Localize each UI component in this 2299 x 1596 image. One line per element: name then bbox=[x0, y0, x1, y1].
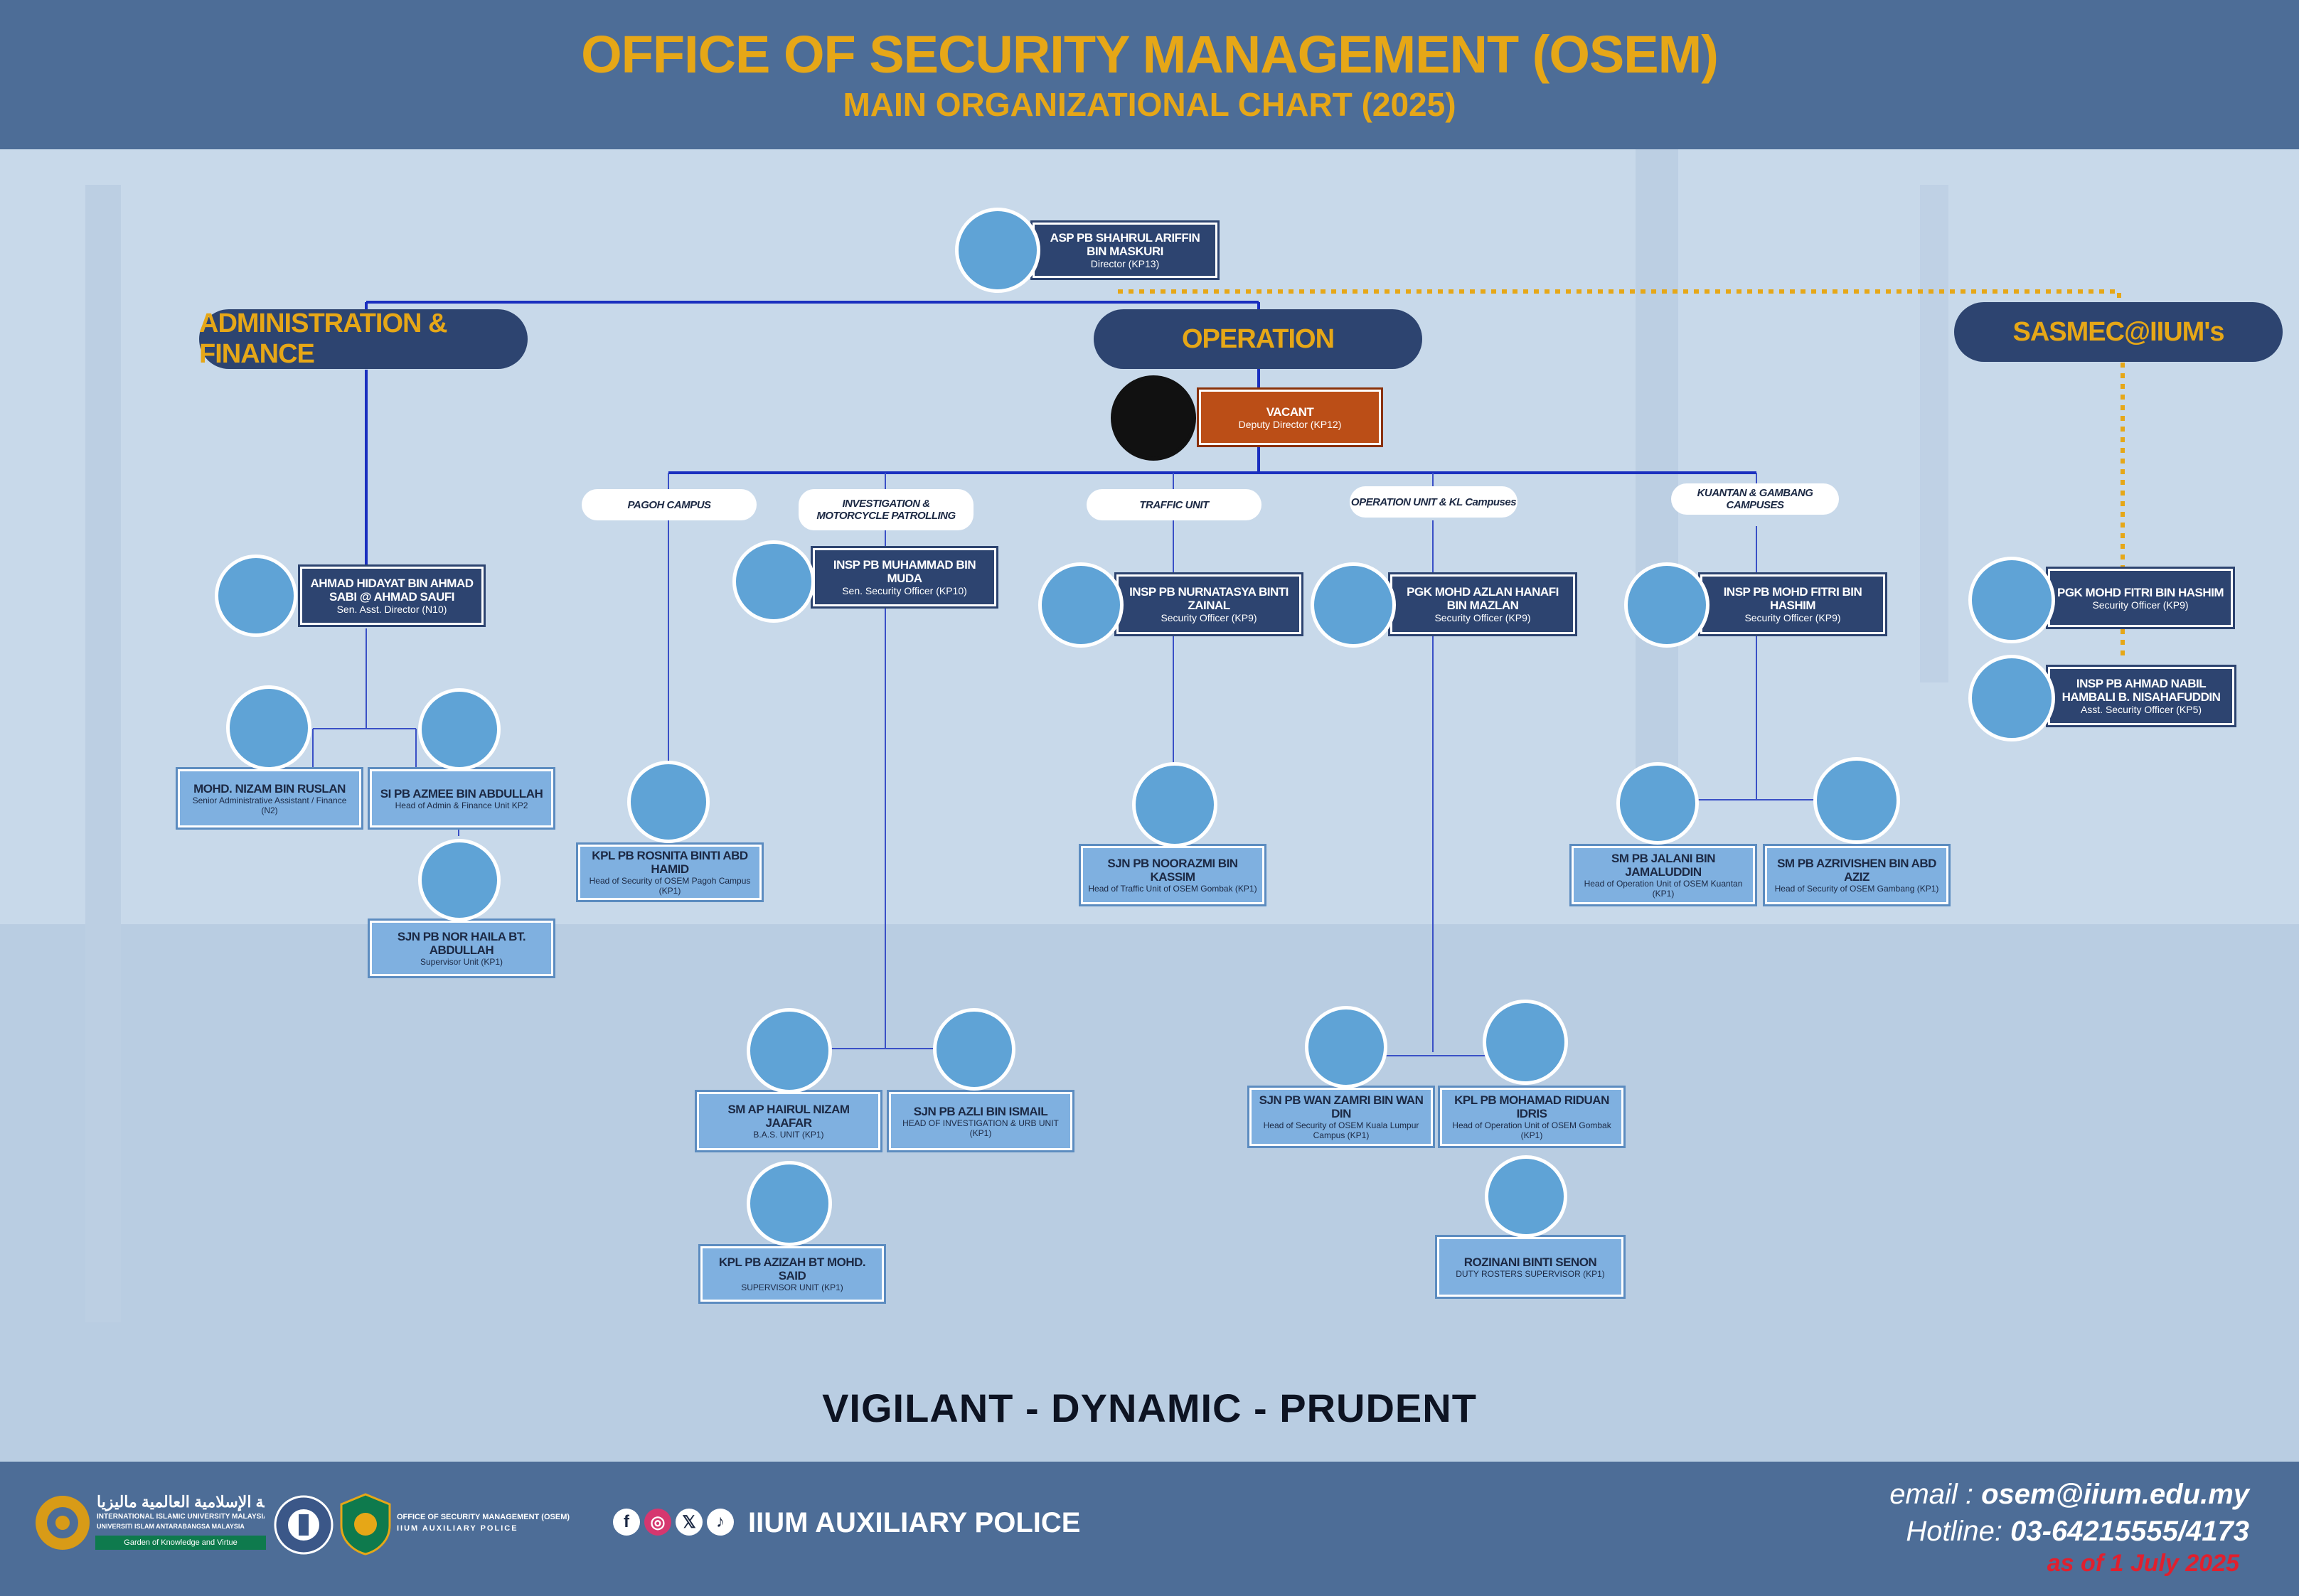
footer-brand: IIUM AUXILIARY POLICE bbox=[748, 1507, 1081, 1538]
page-title: OFFICE OF SECURITY MANAGEMENT (OSEM) bbox=[581, 25, 1719, 84]
logo-university-malay: UNIVERSITI ISLAM ANTARABANGSA MALAYSIA bbox=[97, 1523, 245, 1530]
avatar-azrivishen bbox=[1813, 757, 1900, 844]
logo-university-arabic: الجامعة الإسلامية العالمية ماليزيا bbox=[97, 1493, 265, 1511]
facebook-icon[interactable]: f bbox=[613, 1509, 640, 1536]
avatar-azmee bbox=[418, 688, 501, 771]
logo-tagline: Garden of Knowledge and Virtue bbox=[95, 1536, 266, 1550]
department-operation: OPERATION bbox=[1094, 309, 1422, 369]
auxiliary-police-shield-icon bbox=[340, 1493, 391, 1555]
avatar-azli bbox=[933, 1008, 1015, 1091]
avatar-nurnatasya bbox=[1038, 562, 1124, 648]
avatar-azizah bbox=[747, 1161, 832, 1246]
unit-pagoh-campus: PAGOH CAMPUS bbox=[582, 489, 757, 520]
avatar-hairul bbox=[747, 1008, 832, 1093]
avatar-fitri-sasmec bbox=[1968, 557, 2055, 643]
card-nabil: INSP PB AHMAD NABIL HAMBALI B. NISAHAFUD… bbox=[2046, 665, 2236, 727]
avatar-norhaila bbox=[418, 839, 501, 921]
tiktok-icon[interactable]: ♪ bbox=[707, 1509, 734, 1536]
avatar-deputy-vacant bbox=[1111, 375, 1196, 461]
as-of-date: as of 1 July 2025 bbox=[2047, 1550, 2239, 1577]
avatar-nabil bbox=[1968, 655, 2055, 741]
header-bar bbox=[0, 0, 2299, 149]
unit-operation-kl: OPERATION UNIT & KL Campuses bbox=[1350, 486, 1517, 518]
page-subtitle: MAIN ORGANIZATIONAL CHART (2025) bbox=[843, 86, 1456, 123]
email-label: email : bbox=[1889, 1479, 1973, 1510]
avatar-riduan bbox=[1483, 1000, 1568, 1085]
avatar-zamri bbox=[1305, 1006, 1387, 1088]
avatar-rozinani bbox=[1485, 1155, 1567, 1238]
unit-kuantan-gambang: KUANTAN & GAMBANG CAMPUSES bbox=[1671, 483, 1839, 515]
footer-hotline[interactable]: Hotline: 03-64215555/4173 bbox=[1906, 1516, 2249, 1548]
avatar-jalani bbox=[1616, 762, 1699, 845]
logo-office-sub: IIUM AUXILIARY POLICE bbox=[397, 1524, 518, 1533]
hotline-value[interactable]: 03-64215555/4173 bbox=[2010, 1516, 2249, 1547]
avatar-nizam bbox=[226, 685, 311, 771]
police-badge-icon bbox=[274, 1495, 334, 1555]
footer-email[interactable]: email : osem@iium.edu.my bbox=[1889, 1479, 2249, 1511]
instagram-icon[interactable]: ◎ bbox=[644, 1509, 671, 1536]
avatar-admin-head bbox=[215, 555, 297, 637]
avatar-fitri-ops bbox=[1624, 562, 1709, 648]
card-admin-head: AHMAD HIDAYAT BIN AHMAD SABI @ AHMAD SAU… bbox=[298, 564, 486, 627]
avatar-director bbox=[955, 208, 1040, 293]
avatar-muda bbox=[732, 540, 815, 623]
department-sasmec: SASMEC@IIUM's bbox=[1954, 302, 2283, 362]
avatar-azlan bbox=[1311, 562, 1396, 648]
unit-investigation: INVESTIGATION & MOTORCYCLE PATROLLING bbox=[799, 489, 974, 530]
avatar-noorazmi bbox=[1132, 762, 1217, 847]
motto: VIGILANT - DYNAMIC - PRUDENT bbox=[822, 1386, 1477, 1430]
iium-crest-icon bbox=[36, 1496, 90, 1550]
logo-office: OFFICE OF SECURITY MANAGEMENT (OSEM) bbox=[397, 1513, 570, 1521]
department-admin-finance: ADMINISTRATION & FINANCE bbox=[199, 309, 528, 369]
avatar-rosnita bbox=[627, 761, 710, 843]
unit-traffic: TRAFFIC UNIT bbox=[1087, 489, 1261, 520]
logo-university-name: INTERNATIONAL ISLAMIC UNIVERSITY MALAYSI… bbox=[97, 1513, 265, 1521]
hotline-label: Hotline: bbox=[1906, 1516, 2002, 1547]
x-icon[interactable]: 𝕏 bbox=[676, 1509, 703, 1536]
email-value[interactable]: osem@iium.edu.my bbox=[1981, 1479, 2249, 1510]
